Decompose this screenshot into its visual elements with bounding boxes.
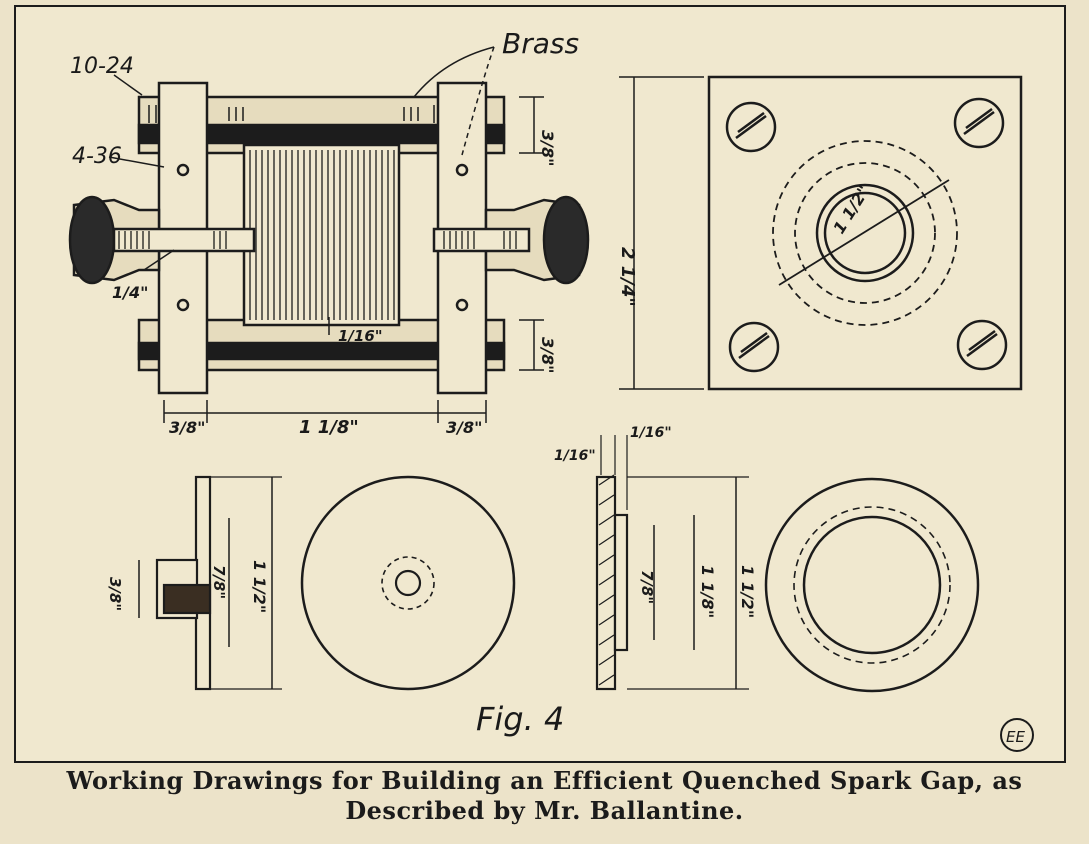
dim-plate-width: 2 1/4"	[617, 247, 638, 307]
figure-label: Fig. 4	[476, 700, 564, 738]
monogram-label: EE	[1006, 728, 1025, 746]
ring-face-view	[764, 477, 980, 693]
monogram-circle	[1000, 718, 1034, 752]
brass-label: Brass	[502, 27, 579, 60]
disk-face-view	[300, 475, 516, 691]
dim-top-rod: 3/8"	[538, 130, 557, 166]
side-elevation-view	[68, 46, 590, 423]
dim-ring-inner: 1 1/8"	[698, 565, 717, 618]
caption-line-1: Working Drawings for Building an Efficie…	[66, 766, 1023, 795]
dim-inner-face: 7/8"	[210, 565, 228, 599]
figure-caption: Working Drawings for Building an Efficie…	[0, 766, 1089, 826]
dim-overall-face: 1 1/2"	[250, 560, 269, 613]
dim-end-plate-right: 3/8"	[446, 418, 482, 437]
screw-4-36-label: 4-36	[72, 144, 122, 169]
dim-stack-length: 1 1/8"	[299, 417, 359, 438]
caption-line-2: Described by Mr. Ballantine.	[345, 796, 744, 825]
screw-10-24-label: 10-24	[70, 54, 134, 79]
dim-rim-right: 1/16"	[630, 425, 672, 441]
ring-section-view	[595, 435, 749, 691]
disk-section-view	[138, 475, 282, 691]
dim-rim-left: 1/16"	[554, 448, 596, 464]
end-plate-face-view	[619, 75, 1023, 391]
dim-hub-height: 3/8"	[106, 577, 124, 611]
dim-bottom-rod: 3/8"	[538, 337, 557, 373]
dim-bolt-depth: 1/4"	[112, 283, 148, 302]
technical-drawing-plate: Brass 10-24 4-36 Fig. 4 EE 3/8" 3/8" 1/1…	[14, 5, 1066, 763]
dim-gap: 1/16"	[338, 327, 383, 345]
dim-end-plate-left: 3/8"	[169, 418, 205, 437]
dim-ring-face: 7/8"	[638, 570, 656, 604]
dim-ring-overall: 1 1/2"	[738, 565, 757, 618]
